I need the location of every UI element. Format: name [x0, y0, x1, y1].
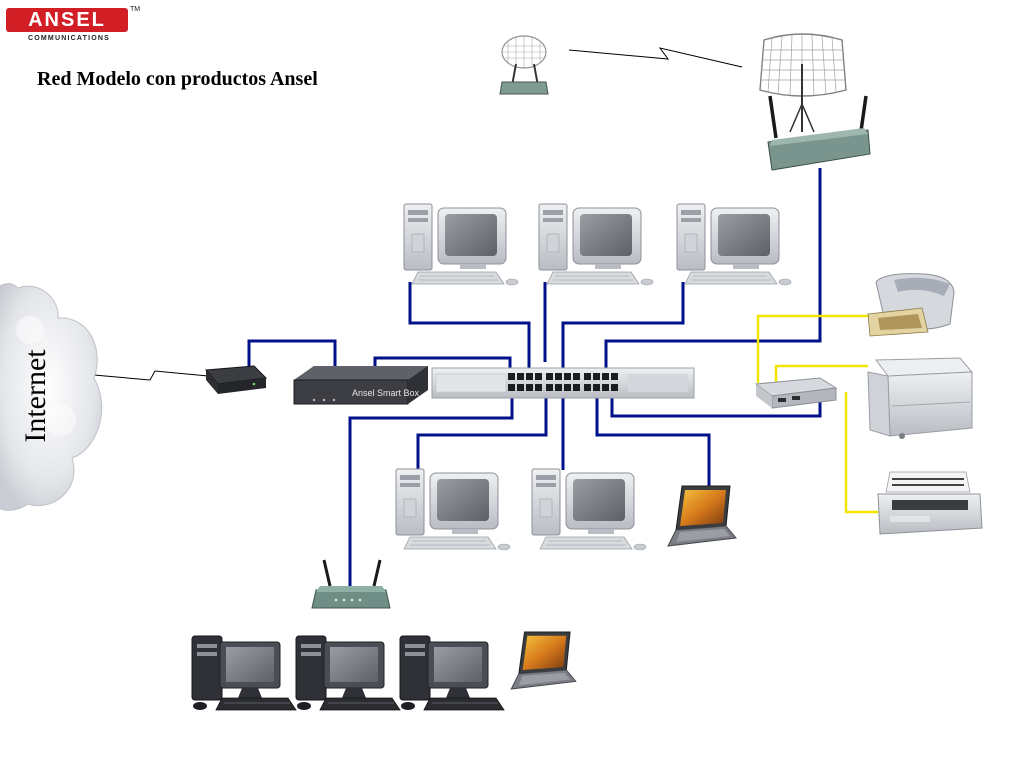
logo-brand: ANSEL [28, 9, 106, 31]
switch-icon [431, 367, 695, 399]
desktop-pc-icon [395, 468, 511, 551]
logo-badge [6, 8, 128, 32]
modem-icon [204, 365, 268, 394]
desktop-pc-icon [191, 635, 297, 711]
desktop-pc-icon [403, 203, 519, 286]
wireless-link-antennas [568, 47, 743, 68]
lan-cables [247, 168, 822, 588]
grid-antenna-icon [499, 35, 549, 95]
page-title: Red Modelo con productos Ansel [37, 68, 318, 90]
wireless-link-internet [93, 370, 209, 381]
desktop-pc-icon [295, 635, 401, 711]
smart-box-label: Ansel Smart Box [352, 388, 420, 398]
smart-box-icon [293, 366, 428, 405]
logo-trademark: TM [130, 6, 141, 13]
desktop-pc-icon [531, 468, 647, 551]
cloud-icon [0, 283, 103, 511]
ansel-logo: ANSEL TM COMMUNICATIONS [6, 6, 140, 46]
access-point-icon [767, 95, 871, 171]
printer-cables [756, 314, 880, 514]
laptop-icon [667, 485, 737, 547]
grid-antenna-icon [759, 33, 847, 133]
logo-tagline: COMMUNICATIONS [28, 35, 110, 42]
print-server-icon [754, 377, 838, 409]
cloud-label: Internet [19, 349, 52, 443]
desktop-pc-icon [399, 635, 505, 711]
laser-printer-icon [867, 357, 974, 439]
laptop-icon [510, 631, 577, 690]
desktop-pc-icon [676, 203, 792, 286]
dot-matrix-printer-icon [877, 471, 983, 535]
inkjet-printer-icon [867, 273, 955, 337]
desktop-pc-icon [538, 203, 654, 286]
